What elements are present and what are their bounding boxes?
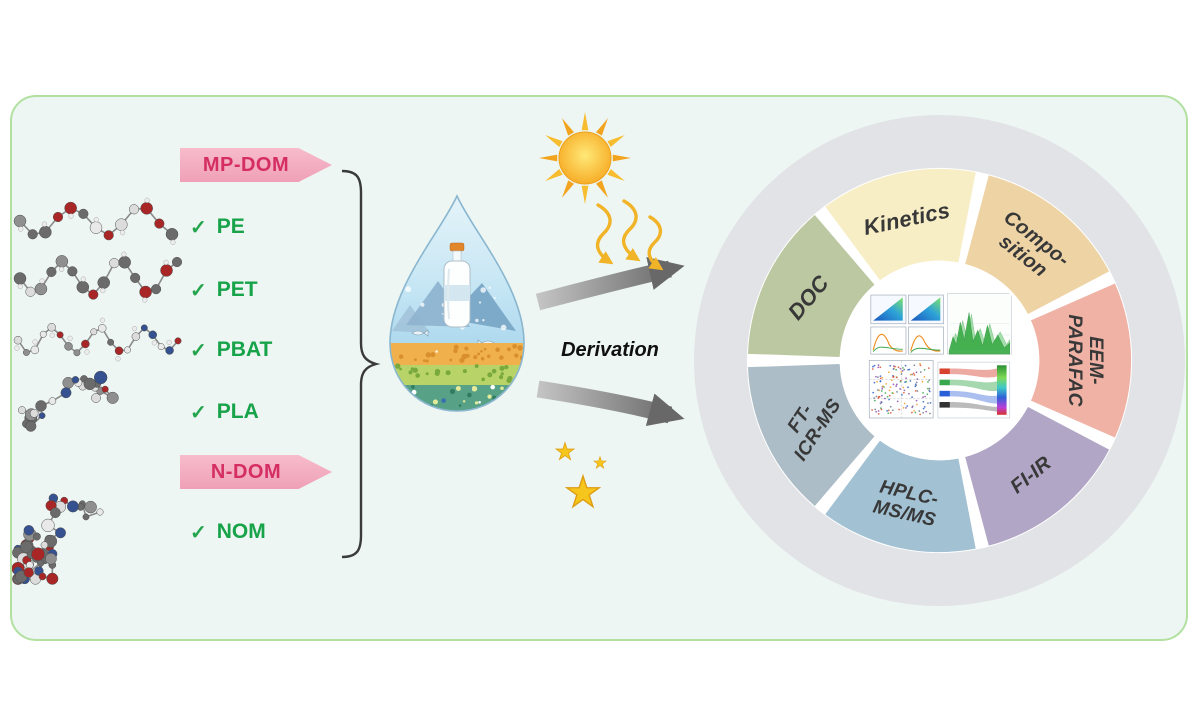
mp-dom-banner: MP-DOM [180, 148, 332, 182]
molecule-pet-structure [13, 251, 183, 303]
sediment-band [390, 385, 524, 411]
sediment-particles [394, 343, 524, 410]
derivation-label: Derivation [561, 339, 659, 361]
stars [555, 442, 607, 508]
mountain-icon [448, 283, 516, 331]
kinetics-curve-plot-1 [870, 326, 907, 355]
brace-icon [341, 169, 381, 559]
ring-outer-circle [693, 114, 1186, 607]
nom-label: NOM [216, 520, 266, 543]
ring-label-eem-parafac: EEM-PARAFAC [1064, 314, 1106, 406]
ring-label-doc: DOC [783, 270, 835, 325]
sediment-band [390, 343, 524, 365]
ring-label-ft-icr-ms: FT-ICR-MS [773, 384, 846, 465]
fish-icon [477, 339, 495, 347]
mp-dom-label: MP-DOM [202, 153, 290, 176]
sunlight-wavy-arrow [621, 199, 641, 262]
polymer-item-pla: ✓ PLA [190, 399, 259, 425]
mountain-icon [392, 305, 430, 333]
polymer-label: PE [216, 215, 245, 238]
mountain-icon [406, 281, 470, 327]
molecule-nom-structure [12, 493, 104, 585]
ring-segments [748, 168, 1132, 553]
polymer-item-pbat: ✓ PBAT [190, 337, 272, 363]
ring-label-composition: Compo-sition [986, 206, 1074, 288]
kinetics-curve-plot-2 [908, 326, 944, 355]
alluvial-flow-plot [937, 361, 1011, 419]
star-icon [565, 475, 601, 508]
sunlight-arrows [595, 199, 664, 271]
check-icon: ✓ [190, 279, 207, 302]
derivation-arrow-top [535, 257, 685, 311]
check-icon: ✓ [190, 521, 207, 544]
bubbles [405, 286, 507, 353]
sediment-band [390, 365, 524, 385]
ring-segment-fi-ir [965, 406, 1110, 546]
van-krevelen-scatter-plot [868, 360, 934, 419]
derivation-arrow-bottom [536, 380, 685, 427]
sunlight-wavy-arrow [647, 215, 664, 271]
ring-segment-hplc-ms-ms [825, 440, 976, 553]
polymer-label: PET [216, 278, 258, 301]
ring-segment-composition [965, 175, 1110, 315]
check-icon: ✓ [190, 216, 207, 239]
molecule-pla-structure [18, 370, 119, 432]
star-icon [593, 456, 607, 469]
molecule-pe-structure [13, 197, 179, 245]
ring-gap-circle [746, 167, 1133, 554]
molecule-pbat-structure [13, 317, 182, 362]
polymer-item-nom: ✓ NOM [190, 519, 266, 545]
n-dom-label: N-DOM [210, 460, 282, 483]
star-icon [555, 442, 575, 461]
polymer-item-pet: ✓ PET [190, 277, 258, 303]
eem-heatmap-2 [908, 294, 944, 325]
fluorescence-3d-plot [947, 293, 1012, 355]
plastic-bottle-icon [443, 242, 471, 328]
sunlight-wavy-arrow [595, 203, 614, 265]
ring-label-hplc-ms-ms: HPLC-MS/MS [871, 476, 942, 531]
fish-icon [411, 329, 429, 337]
ring-segment-eem-parafac [1030, 283, 1132, 438]
ring-label-fi-ir: FI-IR [1006, 452, 1056, 498]
polymer-item-pe: ✓ PE [190, 214, 245, 240]
ring-center [839, 260, 1040, 461]
ring-label-kinetics: Kinetics [861, 197, 952, 240]
ring-segment-doc [748, 215, 875, 358]
sun-icon [539, 112, 631, 204]
eem-heatmap-1 [870, 294, 907, 325]
polymer-label: PBAT [216, 338, 273, 361]
polymer-label: PLA [216, 400, 259, 423]
ring-segment-ft-icr-ms [748, 363, 875, 506]
center-plots [868, 293, 1012, 419]
n-dom-banner: N-DOM [180, 455, 332, 489]
check-icon: ✓ [190, 339, 207, 362]
ring-segment-kinetics [825, 168, 976, 281]
water-droplet-illustration [389, 194, 525, 412]
check-icon: ✓ [190, 401, 207, 424]
